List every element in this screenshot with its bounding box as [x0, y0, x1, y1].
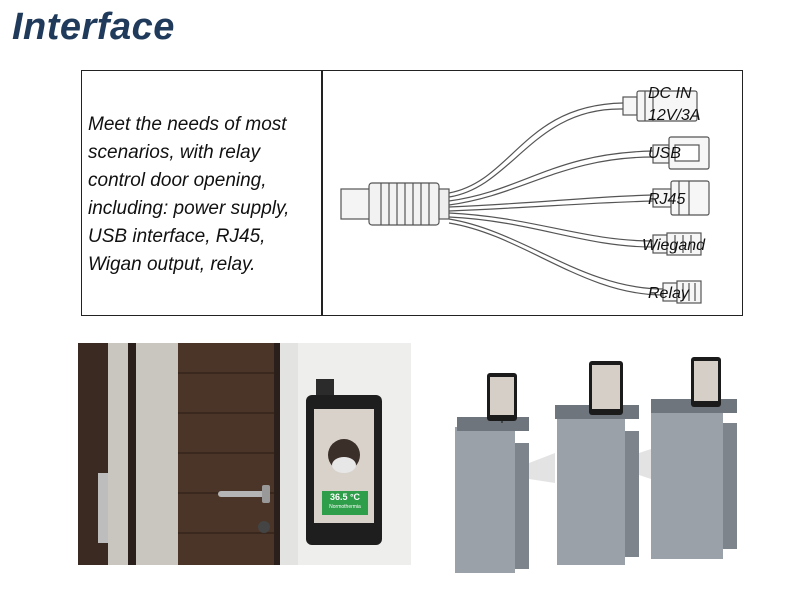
port-label-usb: USB [648, 145, 681, 162]
temperature-value: 36.5 °C [329, 492, 361, 502]
port-label-dc-voltage: 12V/3A [648, 107, 701, 124]
interface-description: Meet the needs of most scenarios, with r… [88, 114, 290, 275]
port-label-dc-in: DC IN [648, 85, 692, 102]
port-label-rj45: RJ45 [648, 191, 686, 208]
temperature-status: Normothermia [329, 504, 361, 510]
page-title: Interface [12, 6, 175, 48]
port-label-relay: Relay [648, 285, 689, 302]
door-installation-photo: 36.5 °C Normothermia [78, 343, 411, 565]
temperature-badge: 36.5 °C Normothermia [322, 491, 368, 515]
port-label-wiegand: Wiegand [642, 237, 706, 254]
turnstile-gates-photo [455, 353, 741, 575]
cable-harness-diagram [340, 90, 710, 304]
turnstile-illustration [455, 353, 741, 575]
door-scene-illustration [78, 343, 411, 565]
panel-divider [321, 71, 323, 315]
interface-panel: Meet the needs of most scenarios, with r… [81, 70, 743, 316]
